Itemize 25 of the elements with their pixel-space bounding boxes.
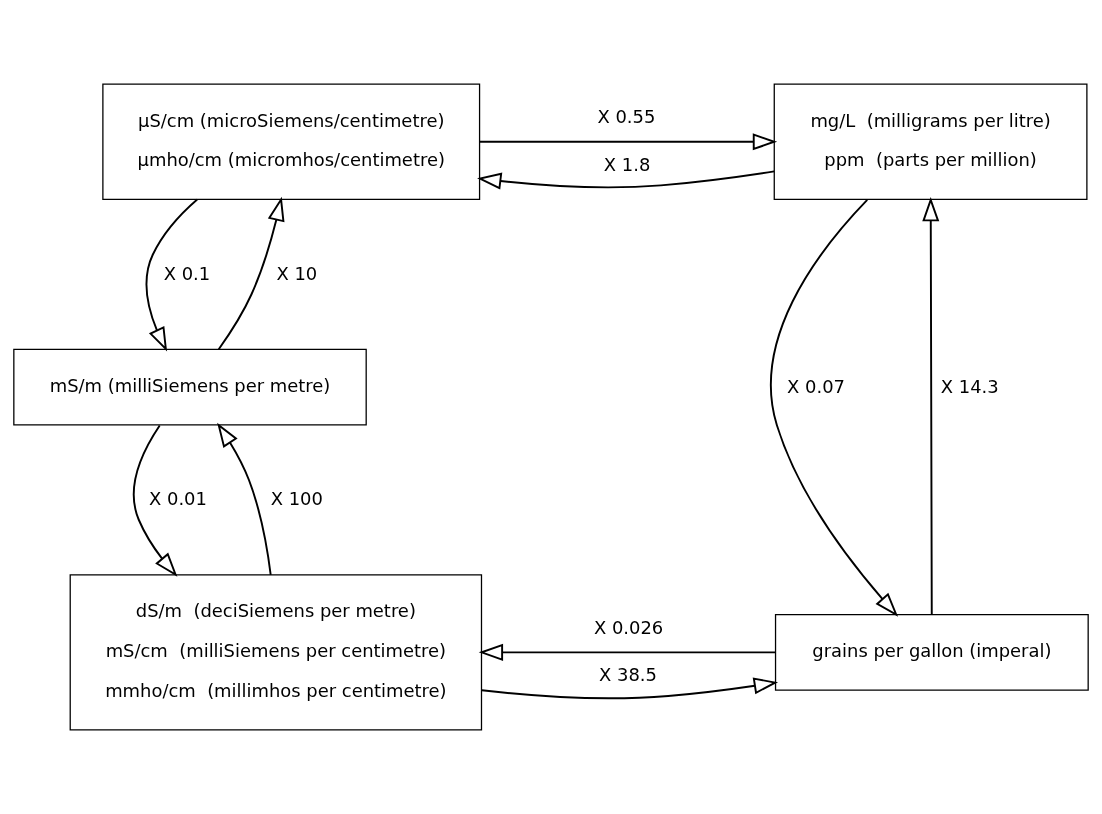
edge-label: X 38.5: [599, 664, 657, 686]
arrow: [217, 422, 272, 576]
node-box: mS/m (milliSiemens per metre): [13, 348, 367, 426]
arrow: [145, 198, 199, 352]
edge-label: X 100: [270, 488, 323, 510]
edge-label: X 14.3: [940, 375, 999, 397]
edge-label: X 10: [276, 262, 318, 284]
node-box: mg/L (milligrams per litre) ppm (parts per million): [773, 83, 1088, 201]
arrow: [217, 196, 285, 351]
arrow: [132, 424, 178, 577]
edge-label: X 1.8: [603, 153, 651, 175]
node-box: dS/m (deciSiemens per metre) mS/cm (milliSiemens per centimetre) mmho/cm (millimhos per centimetre): [69, 574, 483, 731]
arrow: [478, 643, 777, 661]
edge-label: X 0.1: [163, 262, 211, 284]
arrow: [477, 170, 776, 190]
node-box: µS/cm (microSiemens/centimetre) µmho/cm (micromhos/centimetre): [102, 83, 481, 201]
arrow: [769, 199, 899, 617]
edge-label: X 0.026: [593, 617, 664, 639]
edge-label: X 0.07: [787, 375, 845, 397]
node-box: grains per gallon (imperal): [774, 613, 1089, 691]
arrow: [480, 677, 779, 700]
edge-label: X 0.55: [597, 106, 656, 128]
arrow: [922, 196, 940, 616]
arrow: [478, 133, 778, 151]
edge-label: X 0.01: [149, 488, 207, 510]
